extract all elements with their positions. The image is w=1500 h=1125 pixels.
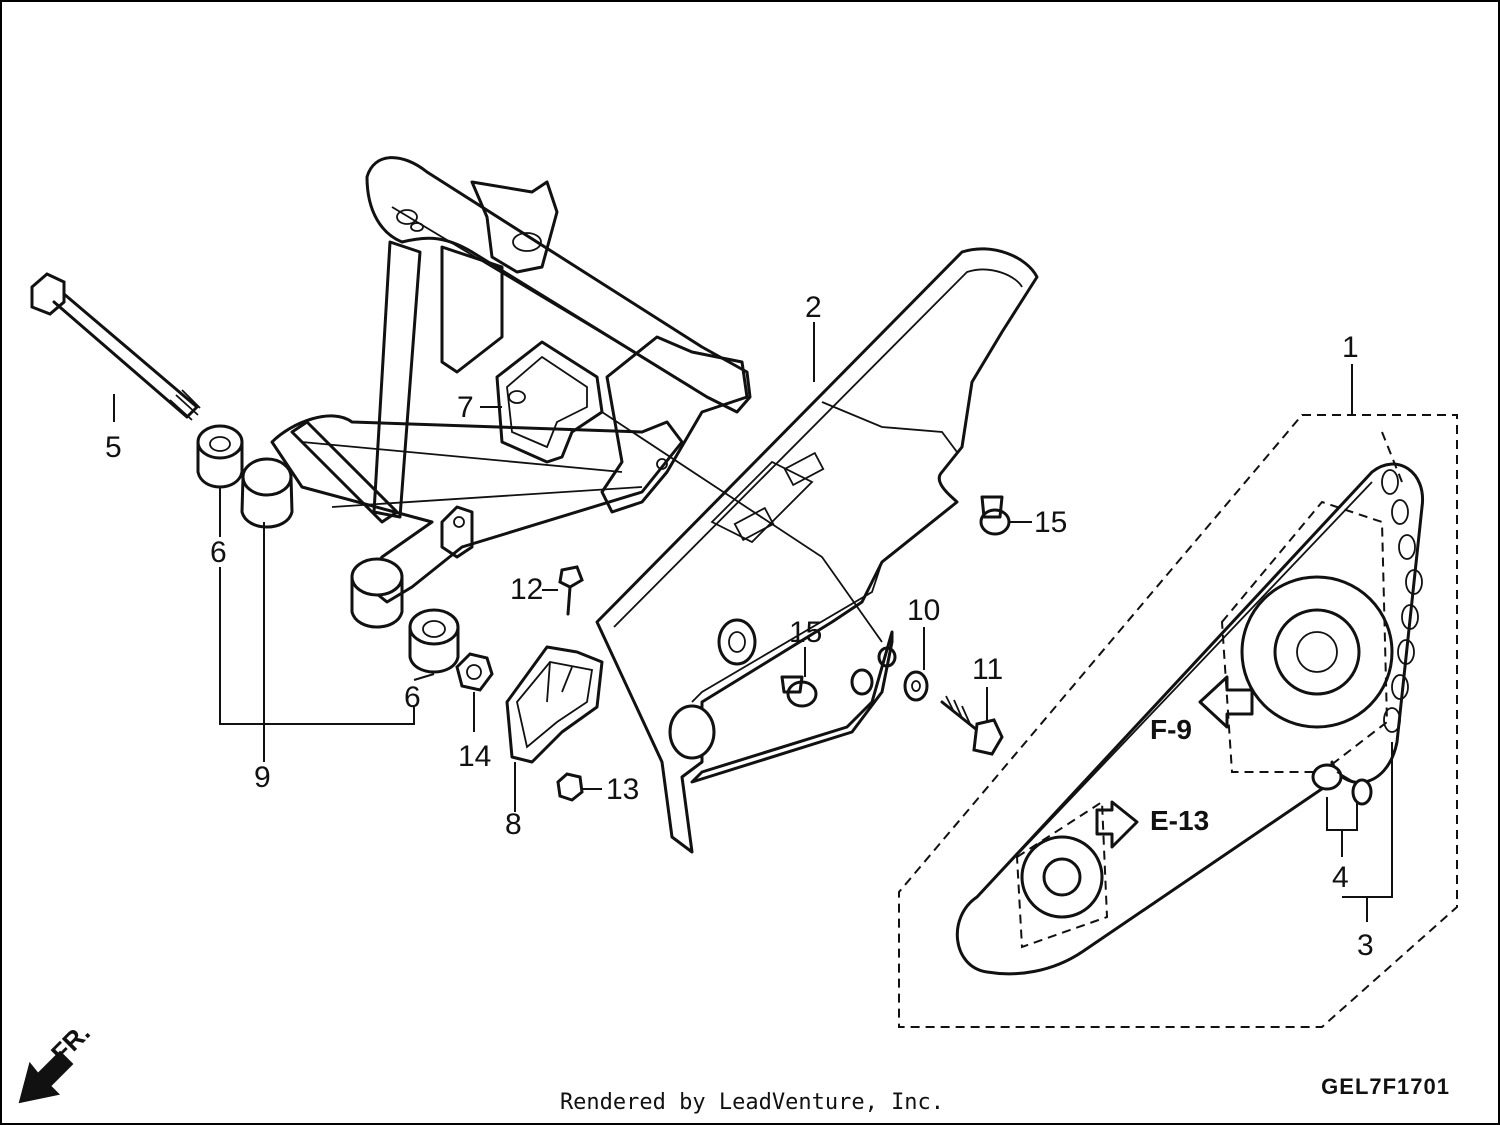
- callout-15-lower: 15: [789, 616, 822, 649]
- render-credit: Rendered by LeadVenture, Inc.: [559, 1090, 945, 1115]
- callout-7: 7: [457, 391, 474, 424]
- chain-guide-block: [505, 645, 604, 764]
- callout-1: 1: [1342, 331, 1359, 364]
- bushing-front: [196, 424, 244, 489]
- pivot-bushing-right: [350, 557, 404, 629]
- guide-bolt-12: [558, 565, 584, 616]
- arrow-down-left-icon: [18, 1050, 74, 1104]
- leader-lines: [113, 322, 1393, 922]
- chain-links: [1381, 469, 1423, 733]
- callout-4: 4: [1332, 861, 1349, 894]
- case-bolt-11: [940, 695, 1004, 756]
- callout-13: 13: [606, 773, 639, 806]
- pivot-nut: [455, 652, 494, 692]
- swingarm: [240, 156, 752, 629]
- rear-sprocket: [1220, 500, 1394, 773]
- callout-14: 14: [458, 740, 491, 773]
- drive-chain-kit: [898, 414, 1458, 1028]
- washer: [903, 670, 929, 702]
- callout-12: 12: [510, 573, 543, 606]
- callouts: 1 2 3 4 5 6 6 7 8 9 10 11 12 13 14 15 15: [105, 291, 1374, 962]
- callout-2: 2: [805, 291, 822, 324]
- ref-label-f9: F-9: [1150, 714, 1192, 745]
- guide-nut-13: [556, 772, 584, 802]
- callout-6-rear: 6: [404, 681, 421, 714]
- case-bolt-lower: [780, 675, 818, 708]
- callout-15-upper: 15: [1034, 506, 1067, 539]
- master-link: [1311, 763, 1373, 806]
- pivot-bushing-left: [240, 457, 294, 529]
- ref-label-e13: E-13: [1150, 805, 1209, 836]
- ref-arrow-e13: E-13: [1095, 800, 1209, 849]
- callout-3: 3: [1357, 929, 1374, 962]
- chain-case: [595, 247, 1039, 854]
- chain-slider-pad: [495, 340, 604, 464]
- diagram-code: GEL7F1701: [1321, 1074, 1450, 1099]
- callout-8: 8: [505, 808, 522, 841]
- callout-11: 11: [972, 653, 1003, 686]
- bushing-rear: [408, 608, 460, 674]
- callout-5: 5: [105, 431, 122, 464]
- callout-10: 10: [907, 594, 940, 627]
- case-bolt-upper: [979, 495, 1011, 536]
- pivot-bolt: [30, 272, 201, 421]
- ref-arrow-f9: F-9: [1150, 675, 1254, 745]
- callout-6-front: 6: [210, 536, 227, 569]
- drive-sprocket: [1015, 800, 1109, 949]
- callout-9: 9: [254, 761, 271, 794]
